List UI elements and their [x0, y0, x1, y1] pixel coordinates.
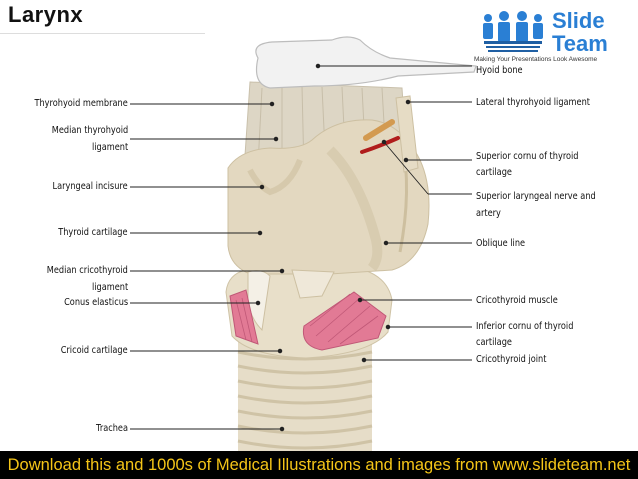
label-cricothyroid-joint: Cricothyroid joint	[476, 354, 547, 365]
cricothyroid-muscle-right	[302, 291, 387, 351]
label-median-cricothyroid-ligament-line2: ligament	[91, 282, 128, 293]
logo-tagline: Making Your Presentations Look Awesome	[474, 56, 598, 63]
label-median-cricothyroid-ligament-line1: Median cricothyroid	[46, 265, 128, 276]
footer-banner: Download this and 1000s of Medical Illus…	[0, 451, 638, 479]
label-trachea: Trachea	[96, 423, 128, 434]
title-divider	[0, 33, 205, 34]
logo-text-slide: Slide	[552, 8, 605, 33]
label-inferior-cornu-line2: cartilage	[476, 337, 512, 348]
label-median-thyrohyoid-ligament-line1: Median thyrohyoid	[51, 125, 128, 136]
people-logo-icon	[483, 11, 543, 52]
larynx-illustration	[130, 36, 477, 451]
superior-laryngeal-artery	[363, 119, 395, 141]
label-laryngeal-incisure: Laryngeal incisure	[52, 181, 128, 192]
label-oblique-line: Oblique line	[476, 238, 526, 249]
label-median-thyrohyoid-ligament-line2: ligament	[91, 142, 128, 153]
label-cricoid-cartilage: Cricoid cartilage	[61, 345, 128, 356]
label-superior-laryngeal-nerve-line1: Superior laryngeal nerve and	[476, 191, 596, 202]
superior-laryngeal-nerve	[360, 136, 400, 154]
page-title: Larynx	[8, 2, 84, 27]
trachea	[237, 338, 373, 451]
footer-text[interactable]: Download this and 1000s of Medical Illus…	[7, 455, 631, 474]
logo-text-team: Team	[552, 31, 608, 56]
label-hyoid-bone: Hyoid bone	[476, 65, 523, 76]
label-superior-cornu-line1: Superior cornu of thyroid	[476, 151, 579, 162]
label-lateral-thyrohyoid-ligament: Lateral thyrohyoid ligament	[476, 97, 591, 108]
slideteam-logo: Slide Team Making Your Presentations Loo…	[470, 6, 636, 66]
label-conus-elasticus: Conus elasticus	[63, 297, 128, 308]
label-thyrohyoid-membrane: Thyrohyoid membrane	[34, 98, 128, 109]
label-inferior-cornu-line1: Inferior cornu of thyroid	[476, 321, 574, 332]
label-thyroid-cartilage: Thyroid cartilage	[58, 227, 128, 238]
label-superior-laryngeal-nerve-line2: artery	[476, 208, 501, 219]
superior-cornu	[395, 95, 419, 173]
hyoid-bone	[255, 36, 477, 89]
label-cricothyroid-muscle: Cricothyroid muscle	[476, 295, 558, 306]
label-superior-cornu-line2: cartilage	[476, 167, 512, 178]
